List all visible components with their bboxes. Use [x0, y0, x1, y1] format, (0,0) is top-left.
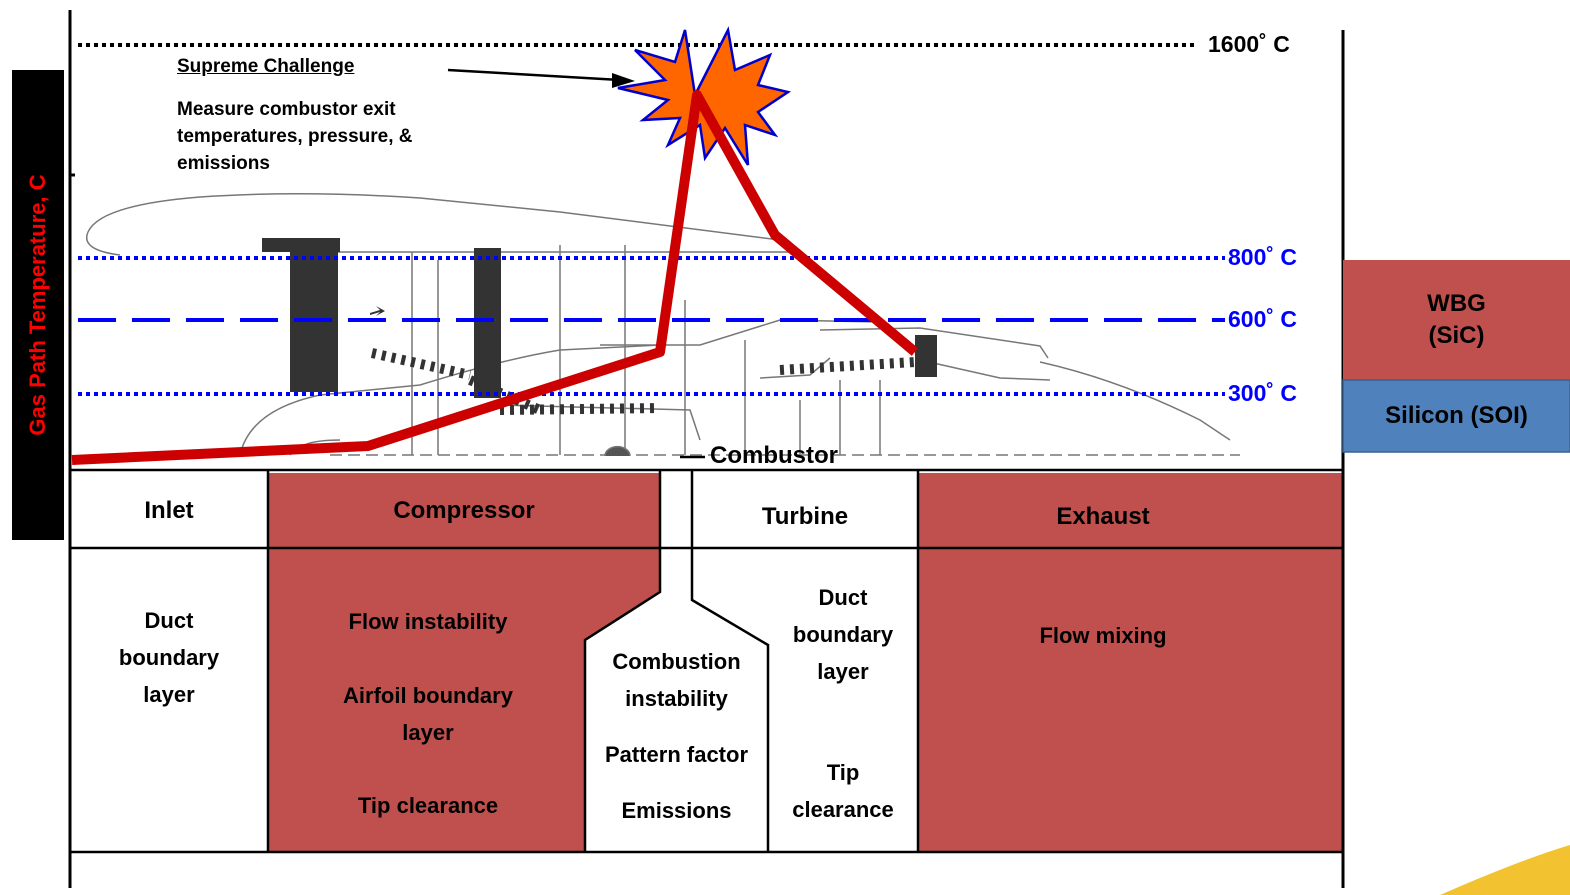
combustor-issue-pattern-factor: Pattern factor: [604, 742, 749, 767]
callout-title: Supreme Challenge: [177, 56, 355, 77]
soi-box: [1342, 379, 1570, 453]
turbine-issue-clearance: clearance: [792, 797, 894, 822]
compressor-issue-airfoil-2: layer: [402, 720, 454, 745]
temp-label-1600: 1600˚ C: [1208, 31, 1290, 57]
table-grid: [70, 468, 1343, 854]
section-header-exhaust: Exhaust: [1056, 503, 1150, 530]
decorative-swoosh: [1440, 845, 1570, 895]
compressor-body-fill: [268, 548, 660, 852]
turbine-issue-line-3: layer: [817, 659, 869, 684]
callout-arrow: [447, 68, 621, 82]
inlet-issue-line-3: layer: [143, 682, 195, 707]
combustor-issue-emissions: Emissions: [621, 798, 732, 823]
exhaust-issue-flow-mixing: Flow mixing: [1039, 623, 1167, 648]
callout-arrowhead: [612, 73, 635, 88]
wbg-label-line-2: (SiC): [1428, 322, 1485, 349]
section-header-turbine: Turbine: [761, 503, 849, 530]
callout-line-2: temperatures, pressure, &: [177, 126, 413, 147]
compressor-header-fill: [268, 473, 660, 548]
turbine-issue-line-2: boundary: [792, 622, 894, 647]
callout-line-1: Measure combustor exit: [177, 99, 396, 120]
wbg-label-line-1: WBG: [1427, 290, 1486, 317]
engine-parts: [262, 238, 937, 415]
compressor-issue-tip-clearance: Tip clearance: [357, 793, 499, 818]
inlet-issue-line-1: Duct: [144, 608, 194, 633]
temperature-trace: [71, 90, 919, 465]
temp-label-300: 300˚ C: [1228, 380, 1298, 406]
temp-label-600: 600˚ C: [1228, 306, 1298, 332]
wbg-box: [1343, 260, 1570, 380]
turbine-issue-line-1: Duct: [818, 585, 868, 610]
section-header-inlet: Inlet: [144, 497, 194, 524]
turbine-issue-tip: Tip: [826, 760, 860, 785]
soi-label: Silicon (SOI): [1385, 402, 1528, 429]
section-header-compressor: Compressor: [393, 497, 535, 524]
combustor-issue-line-2: instability: [625, 686, 728, 711]
combustor-label: Combustor: [710, 442, 838, 469]
exhaust-header-fill: [918, 473, 1342, 548]
compressor-issue-airfoil-1: Airfoil boundary: [343, 683, 513, 708]
y-axis-label-box: [12, 70, 64, 540]
callout-line-3: emissions: [177, 153, 270, 174]
temp-label-800: 800˚ C: [1228, 244, 1298, 270]
exhaust-body-fill: [918, 548, 1342, 852]
combustor-issue-line-1: Combustion: [612, 649, 741, 674]
engine-sketch: [86, 192, 1240, 457]
inlet-issue-line-2: boundary: [118, 645, 220, 670]
compressor-issue-flow-instability: Flow instability: [348, 609, 508, 634]
